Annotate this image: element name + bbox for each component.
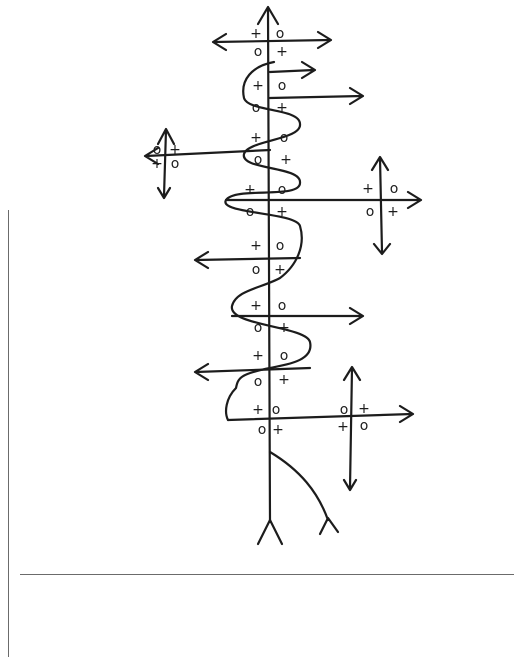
sign-label: + (276, 44, 288, 60)
sign-label: + (250, 298, 262, 314)
sign-label: + (276, 100, 288, 116)
sign-label: + (252, 402, 264, 418)
sign-label: o (390, 181, 399, 197)
spine-fork-icon (258, 520, 282, 544)
sign-label: o (276, 238, 285, 254)
sign-label: + (362, 181, 374, 197)
sign-label: + (252, 348, 264, 364)
arrow-left-3 (145, 148, 270, 164)
sinusoid-tail-fork-icon (320, 518, 338, 534)
spine-line (268, 8, 270, 522)
sign-label: + (274, 262, 286, 278)
top-axis-line (214, 40, 330, 42)
sign-label: + (252, 78, 264, 94)
sign-label: o (278, 182, 287, 198)
sign-label: o (276, 26, 285, 42)
sign-label: + (278, 320, 290, 336)
sign-label: o (254, 152, 263, 168)
sign-label: + (272, 422, 284, 438)
sign-label: + (280, 152, 292, 168)
sign-label: o (278, 298, 287, 314)
sign-label: o (340, 402, 349, 418)
sign-label: + (151, 156, 163, 172)
sign-label: + (387, 204, 399, 220)
sign-label: o (360, 418, 369, 434)
sign-label: o (246, 204, 255, 220)
sign-label: o (252, 100, 261, 116)
sign-label: o (171, 156, 180, 172)
sign-label: o (252, 262, 261, 278)
sign-label: + (250, 130, 262, 146)
sign-label: o (280, 348, 289, 364)
sign-label: + (278, 372, 290, 388)
top-axis (213, 32, 331, 50)
sign-label: o (272, 402, 281, 418)
sign-label: + (358, 401, 370, 417)
sign-label: + (276, 204, 288, 220)
sign-label: o (278, 78, 287, 94)
sign-label: + (244, 182, 256, 198)
sign-label: + (337, 419, 349, 435)
sign-label: o (254, 44, 263, 60)
sign-label: o (366, 204, 375, 220)
sign-label: + (250, 26, 262, 42)
sign-label: o (254, 374, 263, 390)
sign-label: o (280, 130, 289, 146)
sign-label: o (258, 422, 267, 438)
side-cross-sign-labels: o + + o + o o + o + + o (151, 142, 399, 435)
arrow-right-1 (270, 62, 315, 78)
sinusoid-tail (270, 452, 328, 520)
sign-label: + (250, 238, 262, 254)
sign-label: o (254, 320, 263, 336)
